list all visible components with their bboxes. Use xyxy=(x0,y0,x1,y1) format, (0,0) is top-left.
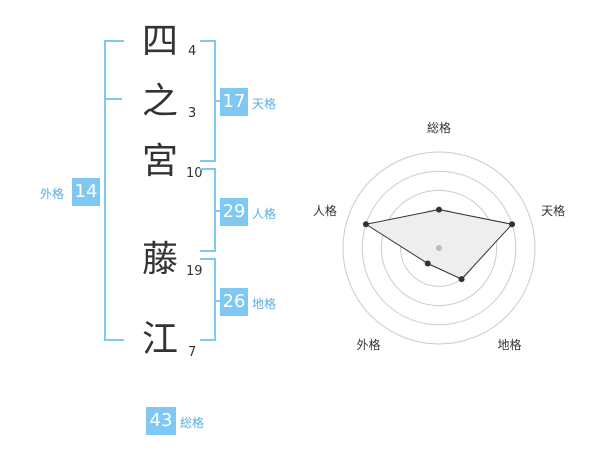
radar-point xyxy=(509,221,516,228)
name-char-2: 之 xyxy=(142,81,179,122)
tenkaku-label: 天格 xyxy=(252,97,277,111)
radar-grid xyxy=(342,151,536,345)
name-char-4: 藤 xyxy=(142,239,179,280)
name-char-5: 江 xyxy=(142,319,179,360)
radar-point xyxy=(362,221,369,228)
gaikaku-bracket xyxy=(104,40,124,341)
gaikaku-label: 外格 xyxy=(40,187,65,201)
chikaku-label: 地格 xyxy=(252,297,277,311)
radar-grid-ring xyxy=(361,170,517,326)
jinkaku-connector xyxy=(214,210,220,212)
radar-label-gaikaku: 外格 xyxy=(356,337,380,352)
soukaku-label: 総格 xyxy=(180,416,205,430)
tenkaku-badge: 17 xyxy=(220,88,248,116)
radar-polygon xyxy=(364,209,513,280)
stroke-count-2: 3 xyxy=(188,106,197,121)
name-char-1: 四 xyxy=(142,21,179,62)
gaikaku-badge: 14 xyxy=(72,178,100,206)
stroke-count-1: 4 xyxy=(188,44,197,59)
radar-points xyxy=(362,206,516,283)
gaikaku-bracket-tick xyxy=(104,98,122,100)
stroke-count-5: 7 xyxy=(188,345,197,360)
radar-center-dot xyxy=(436,245,442,251)
stroke-count-3: 10 xyxy=(186,166,203,181)
radar-label-soukaku: 総格 xyxy=(427,120,451,135)
radar-label-chikaku: 地格 xyxy=(498,337,522,352)
name-char-3: 宮 xyxy=(142,141,179,182)
chikaku-bracket xyxy=(200,258,216,341)
tenkaku-connector xyxy=(214,100,220,102)
chikaku-badge: 26 xyxy=(220,288,248,316)
chikaku-connector xyxy=(214,300,220,302)
radar-grid-ring xyxy=(380,189,498,307)
jinkaku-badge: 29 xyxy=(220,198,248,226)
radar-label-tenkaku: 天格 xyxy=(541,203,565,218)
radar-grid-ring xyxy=(342,151,536,345)
soukaku-badge: 43 xyxy=(146,407,176,435)
stroke-count-4: 19 xyxy=(186,264,203,279)
radar-label-jinkaku: 人格 xyxy=(313,203,337,218)
radar-chart: 総格 天格 地格 外格 人格 xyxy=(313,120,565,352)
radar-point xyxy=(458,276,465,283)
jinkaku-label: 人格 xyxy=(252,207,277,221)
radar-point xyxy=(436,206,442,213)
radar-point xyxy=(424,260,431,267)
